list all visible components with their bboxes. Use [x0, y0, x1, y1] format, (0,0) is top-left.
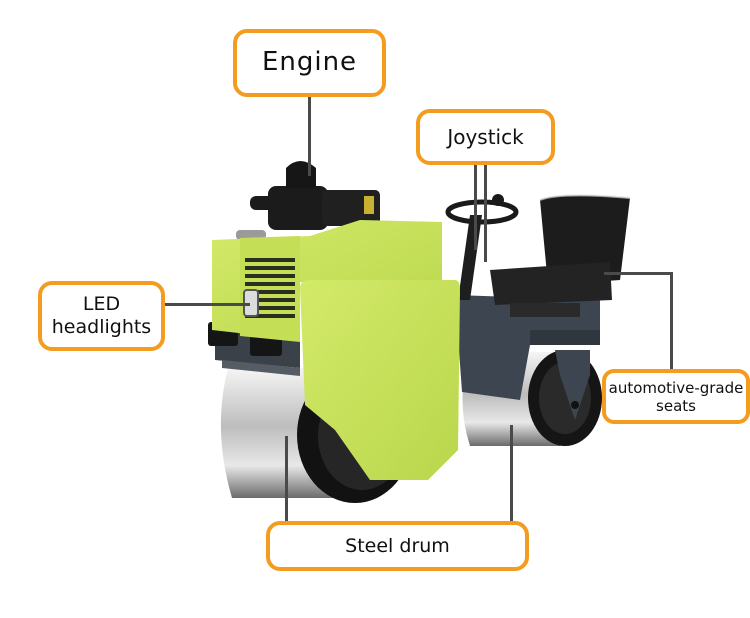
- drum-leader-line-left: [285, 436, 288, 522]
- joystick-leader-line-2: [484, 164, 487, 262]
- engine-label-text: Engine: [261, 47, 358, 78]
- engine-leader-line: [308, 96, 311, 176]
- seat: [490, 194, 631, 317]
- led-label-line2: headlights: [51, 316, 152, 338]
- seats-label-line2: seats: [656, 396, 696, 415]
- steel-drum-label: Steel drum: [266, 521, 529, 571]
- engine-label: Engine: [233, 29, 386, 97]
- joystick-leader-line-1: [474, 164, 477, 250]
- seats-leader-line-h: [604, 272, 672, 275]
- led-label-line1: LED: [82, 293, 121, 316]
- led-headlights-label: LED headlights: [38, 281, 165, 351]
- joystick-label: Joystick: [416, 109, 555, 165]
- automotive-seats-label: automotive-grade seats: [602, 369, 750, 424]
- seats-label-line1: automotive-grade: [608, 378, 744, 397]
- seats-leader-line-v: [670, 272, 673, 370]
- steel-drum-label-text: Steel drum: [345, 534, 450, 557]
- led-leader-line: [165, 303, 250, 306]
- rear-frame: [455, 295, 600, 420]
- engine: [236, 161, 380, 240]
- drum-leader-line-right: [510, 425, 513, 522]
- front-fender: [300, 280, 460, 480]
- joystick-label-text: Joystick: [447, 125, 524, 149]
